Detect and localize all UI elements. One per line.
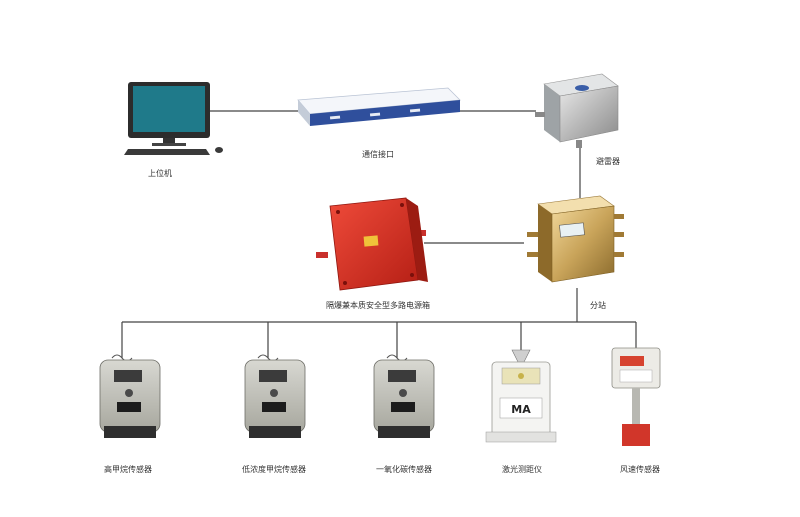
- interface-port-1: [329, 115, 341, 120]
- sensor-1-device: 高甲烷传感器: [99, 354, 161, 474]
- sensor-3-indicator: [399, 389, 407, 397]
- monitor-screen: [133, 86, 205, 132]
- junction-box-device: 避雷器: [535, 73, 620, 166]
- sensor-2-display: [259, 370, 287, 382]
- sensor-4-label: 激光测距仪: [502, 464, 542, 474]
- substation-gland-2: [614, 232, 624, 237]
- substation-label: 分站: [590, 300, 606, 310]
- sensor-5-label: 风速传感器: [620, 464, 660, 474]
- sensor-4-lamp: [518, 373, 524, 379]
- sensor-2-device: 低浓度甲烷传感器: [242, 354, 306, 474]
- sensor-5-device: 风速传感器: [611, 347, 661, 474]
- power-box-flange-left: [316, 252, 328, 258]
- substation-gland-1: [614, 214, 624, 219]
- substation-device: 分站: [527, 195, 624, 310]
- sensor-4-base: [485, 431, 557, 443]
- sensor-2-base: [249, 426, 301, 438]
- power-box-side: [406, 198, 428, 282]
- sensor-3-base: [378, 426, 430, 438]
- comm-interface-label: 通信接口: [362, 149, 394, 159]
- junction-front: [544, 84, 560, 142]
- junction-nameplate: [575, 85, 589, 91]
- sensor-1-indicator: [125, 389, 133, 397]
- sensor-5-panel: [619, 369, 653, 383]
- power-supply-label: 隔爆兼本质安全型多路电源箱: [326, 300, 430, 310]
- sensor-3-display: [388, 370, 416, 382]
- power-box-bolt-1: [336, 210, 340, 214]
- interface-front: [298, 100, 310, 126]
- interface-port-2: [369, 112, 381, 117]
- substation-side: [551, 205, 615, 283]
- sensor-1-window: [117, 402, 141, 412]
- junction-gland-bottom: [576, 140, 582, 148]
- power-box-bolt-2: [400, 203, 404, 207]
- power-supply-box: 隔爆兼本质安全型多路电源箱: [316, 197, 430, 310]
- sensor-1-label: 高甲烷传感器: [104, 464, 152, 474]
- sensor-3-label: 一氧化碳传感器: [376, 464, 432, 474]
- junction-box-label: 避雷器: [596, 156, 620, 166]
- sensor-1-display: [114, 370, 142, 382]
- mouse: [215, 147, 223, 153]
- power-box-plate: [363, 235, 379, 247]
- host-computer: 上位机: [124, 82, 223, 178]
- monitor-base: [152, 143, 186, 146]
- sensor-5-display: [620, 356, 644, 366]
- sensor-5-probe: [622, 424, 650, 446]
- keyboard: [124, 149, 210, 155]
- substation-front: [538, 204, 552, 282]
- power-box-bolt-3: [343, 281, 347, 285]
- junction-gland-left: [535, 112, 545, 117]
- substation-display: [559, 222, 585, 238]
- interface-port-3: [409, 108, 421, 113]
- sensor-2-indicator: [270, 389, 278, 397]
- sensor-1-base: [104, 426, 156, 438]
- host-computer-label: 上位机: [148, 168, 172, 178]
- sensor-4-bracket: [511, 349, 531, 363]
- sensor-2-label: 低浓度甲烷传感器: [242, 464, 306, 474]
- connection-lines: [121, 110, 637, 358]
- sensor-4-logo: MA: [511, 403, 531, 416]
- sensor-5-stem: [632, 388, 640, 424]
- junction-side: [559, 85, 619, 143]
- comm-interface-device: 通信接口: [297, 87, 461, 159]
- interface-panel: [310, 100, 460, 126]
- monitor-stand: [163, 138, 175, 144]
- sensor-4-device: MA 激光测距仪: [485, 349, 557, 474]
- power-box-bolt-4: [410, 273, 414, 277]
- sensor-2-window: [262, 402, 286, 412]
- sensor-3-window: [391, 402, 415, 412]
- sensor-3-device: 一氧化碳传感器: [373, 354, 435, 474]
- substation-gland-5: [527, 252, 538, 257]
- sensor-4-front-panel: [499, 397, 543, 419]
- substation-gland-4: [527, 232, 538, 237]
- substation-gland-3: [614, 252, 624, 257]
